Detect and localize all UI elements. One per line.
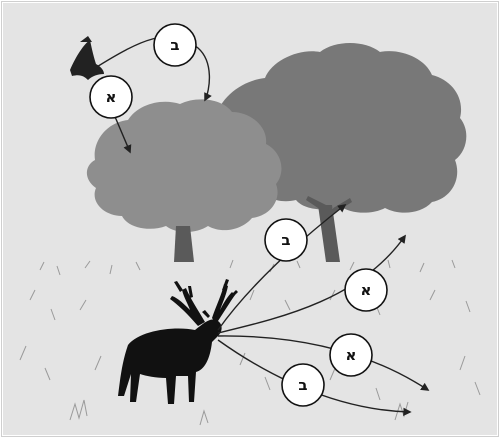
svg-text:א: א	[346, 346, 357, 364]
svg-text:א: א	[361, 281, 372, 299]
svg-text:א: א	[106, 88, 117, 106]
label-b-top: ב	[153, 23, 197, 67]
svg-text:ב: ב	[298, 376, 307, 394]
label-b-bottom: ב	[281, 363, 325, 407]
svg-text:ב: ב	[170, 36, 179, 54]
small-tree	[86, 99, 282, 262]
label-a-middle: א	[344, 268, 388, 312]
arrow-deer-to-right-tree	[217, 234, 406, 334]
deer-silhouette	[118, 279, 238, 404]
svg-text:ב: ב	[281, 231, 290, 249]
arrow-bird-label-to-tree	[112, 111, 132, 154]
label-a-lower: א	[329, 333, 373, 377]
bird-silhouette	[70, 36, 104, 80]
arrow-deer-to-large-tree	[217, 203, 347, 331]
grass-field	[19, 259, 481, 426]
label-b-middle: ב	[264, 218, 308, 262]
label-a-top: א	[89, 75, 133, 119]
